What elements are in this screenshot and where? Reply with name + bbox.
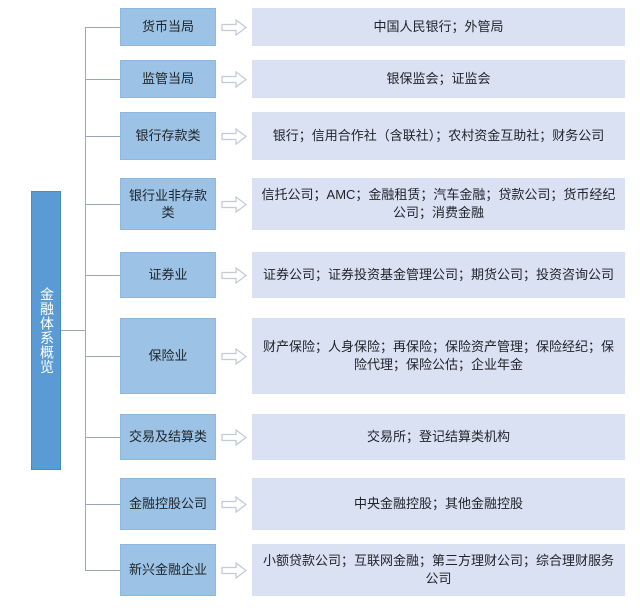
connector-stub-5 [85,275,120,276]
block-arrow-right-icon-1 [221,19,247,36]
block-arrow-right-icon-2 [221,71,247,88]
category-box-6[interactable]: 保险业 [120,318,216,394]
connector-stub-2 [85,79,120,80]
block-arrow-right-icon-3 [221,128,247,145]
connector-trunk-vertical [85,27,86,570]
block-arrow-right-icon-8 [221,496,247,513]
root-node-financial-system-overview[interactable]: 金融体系概览 [31,191,61,470]
detail-box-4[interactable]: 信托公司；AMC；金融租赁；汽车金融；贷款公司；货币经纪公司；消费金融 [252,178,625,230]
connector-stub-8 [85,504,120,505]
category-box-1[interactable]: 货币当局 [120,8,216,46]
block-arrow-right-icon-4 [221,196,247,213]
detail-box-3[interactable]: 银行；信用合作社（含联社）；农村资金互助社；财务公司 [252,112,625,160]
connector-stub-6 [85,356,120,357]
block-arrow-right-icon-5 [221,267,247,284]
category-box-7[interactable]: 交易及结算类 [120,414,216,460]
detail-box-8[interactable]: 中央金融控股；其他金融控股 [252,478,625,530]
category-box-2[interactable]: 监管当局 [120,60,216,98]
category-box-4[interactable]: 银行业非存款类 [120,178,216,230]
category-box-8[interactable]: 金融控股公司 [120,478,216,530]
detail-box-5[interactable]: 证券公司；证券投资基金管理公司；期货公司；投资咨询公司 [252,252,625,298]
connector-root-to-trunk [61,330,86,331]
connector-stub-9 [85,570,120,571]
connector-stub-7 [85,437,120,438]
category-box-9[interactable]: 新兴金融企业 [120,544,216,596]
connector-stub-1 [85,27,120,28]
connector-stub-3 [85,136,120,137]
detail-box-2[interactable]: 银保监会；证监会 [252,60,625,98]
category-box-5[interactable]: 证券业 [120,252,216,298]
detail-box-7[interactable]: 交易所；登记结算类机构 [252,414,625,460]
block-arrow-right-icon-6 [221,348,247,365]
block-arrow-right-icon-7 [221,429,247,446]
connector-stub-4 [85,204,120,205]
detail-box-1[interactable]: 中国人民银行；外管局 [252,8,625,46]
detail-box-9[interactable]: 小额贷款公司；互联网金融；第三方理财公司；综合理财服务公司 [252,544,625,596]
detail-box-6[interactable]: 财产保险；人身保险；再保险；保险资产管理；保险经纪；保险代理；保险公估；企业年金 [252,318,625,394]
block-arrow-right-icon-9 [221,562,247,579]
category-box-3[interactable]: 银行存款类 [120,112,216,160]
